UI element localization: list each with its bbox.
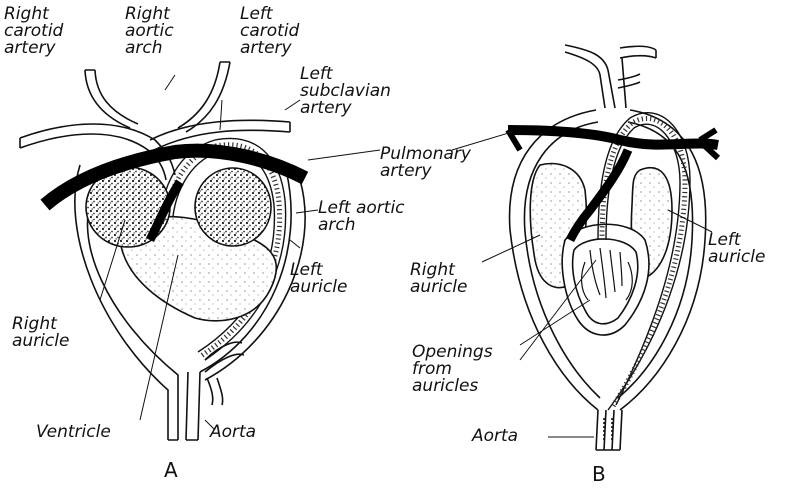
a-label-aorta: Aorta [210, 424, 256, 441]
b-top-branch [565, 45, 656, 108]
a-label-right-carotid-artery: Right carotid artery [4, 6, 63, 57]
a-label-pulmonary-artery: Pulmonary artery [380, 146, 471, 180]
a-label-left-auricle: Left auricle [290, 262, 347, 296]
panel-b-letter: B [592, 462, 606, 486]
a-aorta-trunk [186, 372, 200, 440]
b-label-aorta: Aorta [472, 428, 518, 445]
a-aorta-branch-2 [207, 378, 223, 405]
a-label-ventricle: Ventricle [36, 424, 111, 441]
b-aorta-trunk [596, 410, 622, 450]
a-left-auricle [195, 168, 271, 246]
panel-a-letter: A [164, 458, 178, 482]
a-label-left-aortic-arch: Left aortic arch [318, 200, 405, 234]
a-label-left-subclavian-artery: Left subclavian artery [300, 66, 391, 117]
b-label-openings-from-auricles: Openings from auricles [412, 344, 493, 395]
b-label-left-auricle: Left auricle [708, 232, 765, 266]
b-label-right-auricle: Right auricle [410, 262, 467, 296]
a-label-right-aortic-arch: Right aortic arch [125, 6, 174, 57]
a-label-left-carotid-artery: Left carotid artery [240, 6, 299, 57]
a-right-carotid [85, 70, 138, 128]
a-label-right-auricle: Right auricle [12, 316, 69, 350]
panel-a-drawing [20, 62, 380, 440]
